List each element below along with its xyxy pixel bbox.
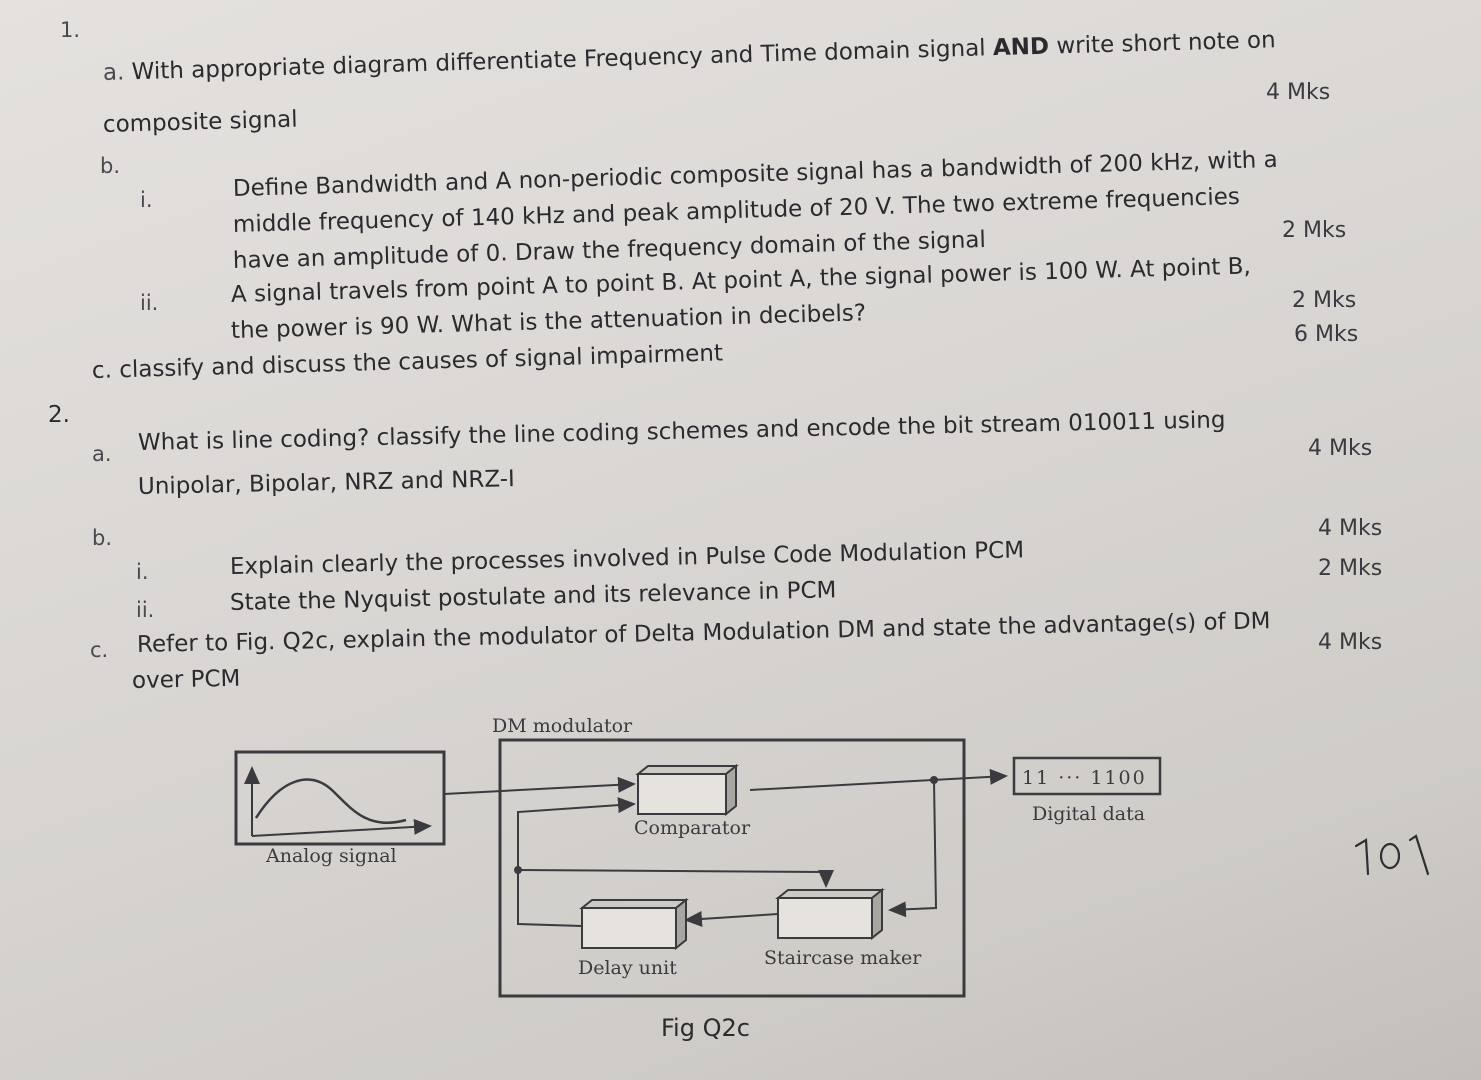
dm-modulator-figure: DM modulator Analog signal Comparator 11…	[230, 700, 1190, 1020]
q2c-label: c.	[90, 638, 109, 662]
q2a-line2: Unipolar, Bipolar, NRZ and NRZ-I	[137, 466, 516, 500]
q2c-line2: over PCM	[131, 665, 241, 694]
figure-caption: Fig Q2c	[661, 1014, 750, 1042]
analog-signal-box	[234, 750, 446, 846]
q2c-marks: 4 Mks	[1318, 630, 1383, 655]
q2bii-line1: State the Nyquist postulate and its rele…	[229, 577, 837, 616]
comparator-block-side	[725, 763, 737, 817]
q1a-line1: a. With appropriate diagram differentiat…	[102, 27, 1277, 86]
q1a-line2: composite signal	[102, 106, 298, 138]
q1a-text-bold: AND	[992, 33, 1050, 62]
analog-waveform	[254, 778, 407, 825]
q2a-marks: 4 Mks	[1308, 436, 1373, 461]
delay-unit-block	[581, 907, 677, 949]
dm-modulator-frame	[498, 738, 966, 998]
q1-number: 1.	[60, 18, 81, 42]
delay-block-top	[579, 899, 689, 909]
handwritten-annotation	[1352, 830, 1432, 880]
feedback-to-staircase-line	[517, 869, 834, 888]
q1c-label: c.	[91, 357, 113, 384]
q2bi-marks: 2 Mks	[1318, 556, 1383, 581]
q1c-line1: c. classify and discuss the causes of si…	[91, 340, 724, 384]
q2a-line1: What is line coding? classify the line c…	[137, 407, 1226, 456]
q2c-line1: Refer to Fig. Q2c, explain the modulator…	[136, 608, 1271, 658]
q2bii-label: ii.	[136, 598, 155, 622]
q1bi-marks: 2 Mks	[1282, 218, 1347, 243]
staircase-block-side	[871, 887, 883, 941]
q1a-text-pre: With appropriate diagram differentiate F…	[131, 35, 994, 86]
q2bi-label: i.	[136, 560, 149, 584]
q2-number: 2.	[48, 402, 70, 428]
comparator-block	[637, 773, 727, 815]
dm-modulator-label: DM modulator	[492, 715, 633, 737]
q1bii-marks: 2 Mks	[1292, 288, 1357, 313]
analog-x-axis	[251, 818, 432, 837]
staircase-maker-label: Staircase maker	[764, 947, 922, 969]
digital-bits: 11 ··· 1100	[1022, 767, 1147, 789]
staircase-to-delay-line	[684, 910, 779, 927]
q1b-label: b.	[100, 154, 121, 178]
q2bi-line1: Explain clearly the processes involved i…	[229, 537, 1025, 580]
delay-unit-label: Delay unit	[578, 957, 677, 979]
dm-block-diagram: DM modulator Analog signal Comparator 11…	[234, 715, 1162, 998]
staircase-block-top	[775, 889, 885, 899]
output-to-staircase-line	[888, 779, 938, 918]
comparator-block-top	[635, 765, 739, 775]
analog-signal-label: Analog signal	[265, 845, 397, 867]
q1c-marks: 6 Mks	[1294, 322, 1359, 347]
comparator-label: Comparator	[634, 817, 751, 839]
comparator-to-output-line	[749, 768, 1008, 791]
q1bii-label: ii.	[140, 291, 159, 315]
q1bi-label: i.	[140, 188, 153, 212]
q2a-label: a.	[92, 442, 112, 466]
q1a-label: a.	[102, 59, 125, 86]
digital-data-box	[1012, 756, 1162, 796]
analog-to-comparator-line	[443, 776, 636, 795]
q1bii-line2: the power is 90 W. What is the attenuati…	[230, 300, 867, 344]
handwritten-101-glyph	[1354, 834, 1430, 876]
staircase-maker-block	[777, 897, 873, 939]
digital-data-label: Digital data	[1032, 803, 1145, 825]
q2b-marks: 4 Mks	[1318, 516, 1383, 541]
q1a-text-post: write short note on	[1048, 27, 1277, 60]
q2b-label: b.	[92, 526, 113, 550]
q1a-marks: 4 Mks	[1266, 80, 1331, 105]
q1c-text: classify and discuss the causes of signa…	[118, 340, 724, 384]
delay-block-side	[675, 897, 687, 951]
